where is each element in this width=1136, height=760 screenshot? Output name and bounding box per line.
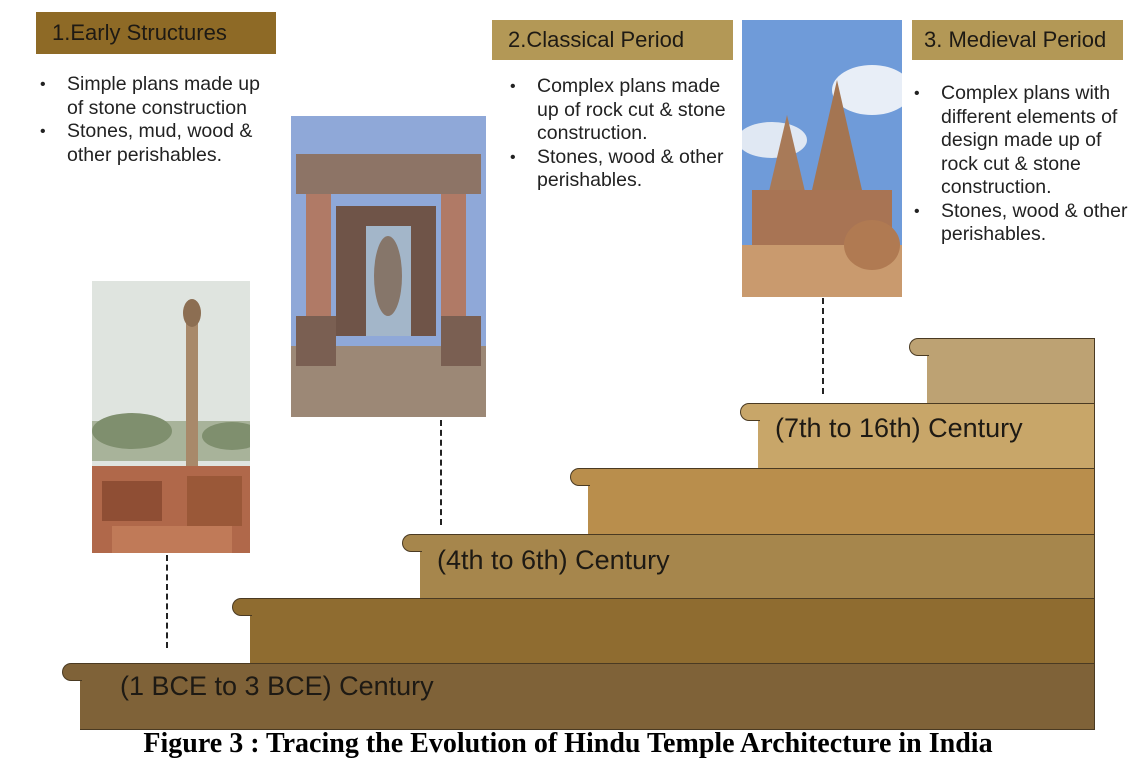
- step-6: [927, 338, 1095, 404]
- step-1-lip: [62, 663, 82, 681]
- period-3-header: 3. Medieval Period: [912, 20, 1123, 60]
- connector-line-1: [166, 555, 168, 648]
- step-5: [758, 403, 1095, 469]
- pillar-image: [92, 281, 250, 553]
- shore-temple-image: [742, 20, 902, 297]
- bullet: Stones, wood & other perishables.: [914, 200, 1129, 247]
- period-3-bullets: Complex plans with different elements of…: [914, 82, 1129, 247]
- bullet: Complex plans with different elements of…: [914, 82, 1129, 200]
- step-2-lip: [232, 598, 252, 616]
- bullet: Stones, wood & other perishables.: [510, 146, 740, 193]
- step-4: [588, 468, 1095, 535]
- era-label-2: (4th to 6th) Century: [437, 545, 670, 575]
- bullet: Simple plans made up of stone constructi…: [40, 73, 265, 120]
- step-3-lip: [402, 534, 422, 552]
- era-label-1: (1 BCE to 3 BCE) Century: [120, 671, 434, 701]
- connector-line-2: [440, 420, 442, 525]
- period-2-title: 2.Classical Period: [508, 27, 685, 52]
- step-1: [80, 663, 1095, 730]
- classical-temple-photo: [291, 116, 486, 417]
- era-label-3: (7th to 16th) Century: [775, 413, 1023, 443]
- step-5-lip: [740, 403, 760, 421]
- step-4-lip: [570, 468, 590, 486]
- period-1-header: 1.Early Structures: [36, 12, 276, 54]
- period-1-bullets: Simple plans made up of stone constructi…: [40, 73, 265, 167]
- ashoka-pillar-photo: [92, 281, 250, 553]
- step-2: [250, 598, 1095, 664]
- step-6-lip: [909, 338, 929, 356]
- bullet: Stones, mud, wood & other perishables.: [40, 120, 265, 167]
- shore-temple-photo: [742, 20, 902, 297]
- period-2-header: 2.Classical Period: [492, 20, 733, 60]
- connector-line-3: [822, 298, 824, 394]
- period-2-bullets: Complex plans made up of rock cut & ston…: [510, 75, 740, 193]
- bullet: Complex plans made up of rock cut & ston…: [510, 75, 740, 146]
- period-1-title: 1.Early Structures: [52, 20, 227, 45]
- temple-gate-image: [291, 116, 486, 417]
- figure-caption: Figure 3 : Tracing the Evolution of Hind…: [143, 728, 993, 759]
- step-3: [420, 534, 1095, 599]
- period-3-title: 3. Medieval Period: [924, 27, 1107, 52]
